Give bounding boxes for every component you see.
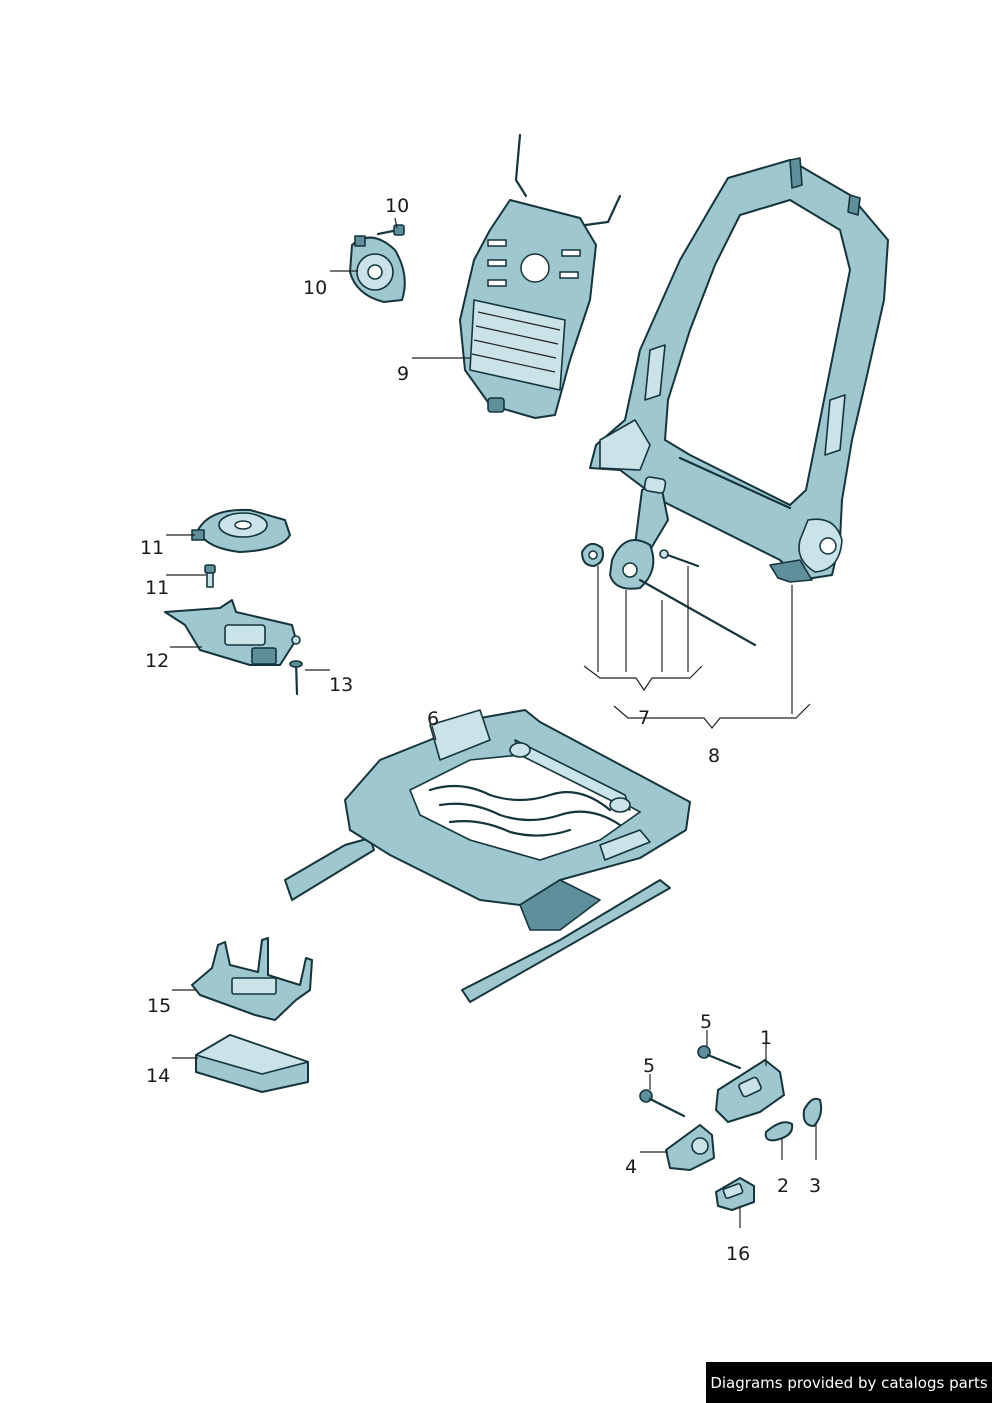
callout-1: 1 [760,1027,772,1049]
knob-2 [764,1121,794,1142]
mounting-bracket [164,599,297,666]
callout-10a: 10 [303,277,327,299]
lumbar-support [459,133,622,419]
switch-4 [665,1124,715,1171]
seat-frame [284,709,691,1003]
callout-2: 2 [777,1175,789,1197]
callout-9: 9 [397,363,409,385]
leader-lines [166,217,817,1228]
blower-fan-upper [349,235,406,303]
callout-5a: 5 [700,1011,712,1033]
switch-1 [715,1059,785,1123]
control-unit-bracket [191,937,313,1021]
callout-4: 4 [625,1156,637,1178]
blower-fan-lower [191,508,291,553]
callout-5b: 5 [643,1055,655,1077]
screw-5a [697,1045,742,1070]
switch-16 [715,1177,755,1211]
callout-13: 13 [329,674,353,696]
recliner-assembly [581,476,757,647]
backrest-frame [589,157,889,583]
screw-upper [376,224,405,236]
knob-3 [802,1097,823,1127]
attribution-text: Diagrams provided by catalogs parts [710,1373,988,1392]
callout-15: 15 [147,995,171,1017]
callout-11b: 11 [145,577,169,599]
callout-12: 12 [145,650,169,672]
callout-14: 14 [146,1065,170,1087]
screw-lower [204,564,216,588]
callout-3: 3 [809,1175,821,1197]
control-unit [195,1034,309,1093]
callout-8: 8 [708,745,720,767]
callout-labels: 10 10 9 11 11 12 13 6 7 8 15 14 5 1 5 4 … [140,195,821,1265]
screw-5b [639,1089,686,1118]
attribution-banner: Diagrams provided by catalogs parts [706,1362,992,1403]
callout-10b: 11 [140,537,164,559]
callout-11a: 10 [385,195,409,217]
bolt-13 [289,635,303,696]
callout-6: 6 [427,708,439,730]
callout-7: 7 [638,707,650,729]
callout-16: 16 [726,1243,750,1265]
